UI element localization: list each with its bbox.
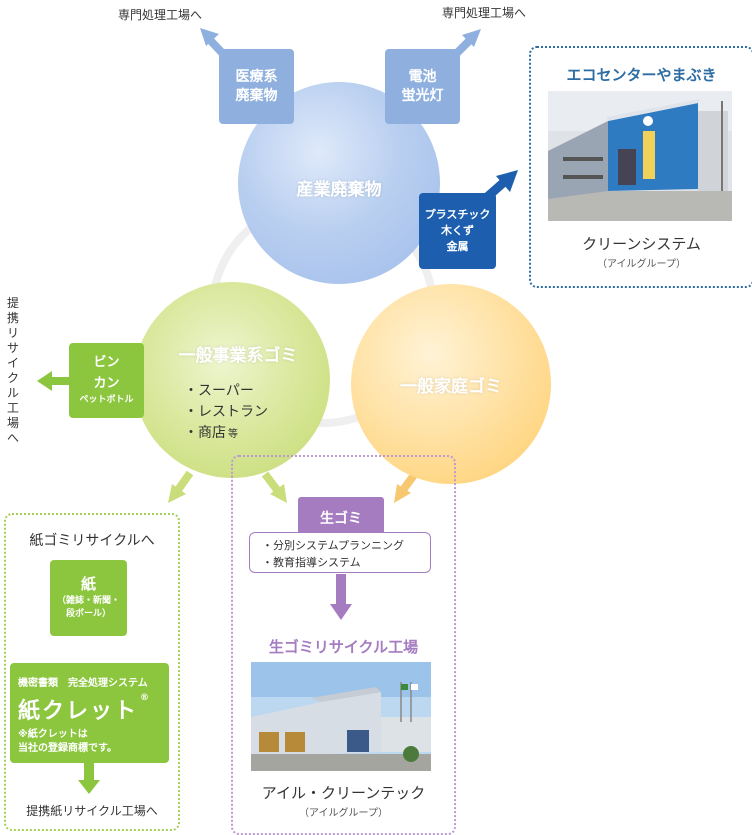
bottle-box-line: ビン xyxy=(93,355,120,371)
isle-cleantech-photo xyxy=(251,662,431,771)
medical-destination-label: 専門処理工場へ xyxy=(118,8,203,22)
plastic-box-line: 金属 xyxy=(446,239,469,253)
confidential-system-label: 機密書類 完全処理システム xyxy=(18,678,148,689)
arrow-kamicret-down xyxy=(78,763,100,794)
business-waste-circle xyxy=(134,282,330,478)
food-system-item: ・分別システムプランニング xyxy=(262,539,405,552)
medical-box-line: 医療系 xyxy=(235,68,278,85)
kamicret-box xyxy=(10,663,169,763)
vertical-char: へ xyxy=(6,431,19,445)
arrow-food-factory xyxy=(330,574,352,620)
paper-box-sub: （雑誌・新聞・ xyxy=(56,595,120,606)
bottle-can-box: ビン カン ペットボトル xyxy=(69,343,144,418)
business-item: ・商店等 xyxy=(184,423,268,445)
medical-waste-box: 医療系 廃棄物 xyxy=(219,49,294,124)
plastic-box-line: プラスチック xyxy=(424,208,491,222)
food-systems-box: ・分別システムプランニング ・教育指導システム xyxy=(249,532,431,573)
paper-box-sub: 段ボール） xyxy=(65,609,111,620)
household-waste-title: 一般家庭ゴミ xyxy=(400,377,502,397)
trademark-note-line: 当社の登録商標です。 xyxy=(18,742,117,754)
paper-destination-label: 提携紙リサイクル工場へ xyxy=(26,804,158,818)
business-item: ・スーパー xyxy=(184,383,254,399)
vertical-char: 場 xyxy=(6,416,19,430)
food-system-item: ・教育指導システム xyxy=(262,556,361,569)
vertical-char: 提 xyxy=(6,296,19,310)
paper-box-title: 紙 xyxy=(80,575,96,594)
food-factory-title: 生ゴミリサイクル工場 xyxy=(268,638,419,656)
kamicret-logo: 紙クレット® xyxy=(18,693,151,725)
arrow-household-food xyxy=(394,472,418,503)
medical-box-line: 廃棄物 xyxy=(235,87,278,104)
plastic-wood-metal-box: プラスチック 木くず 金属 xyxy=(419,193,496,269)
household-waste-circle xyxy=(351,284,551,484)
plastic-box-line: 木くず xyxy=(441,224,474,238)
vertical-char: 携 xyxy=(6,311,19,325)
business-items-list: ・スーパー ・レストラン ・商店等 xyxy=(184,381,268,445)
business-waste-title: 一般事業系ゴミ xyxy=(178,346,298,366)
isle-cleantech-group: （アイルグループ） xyxy=(299,808,388,819)
bottle-box-line: ペットボトル xyxy=(79,394,134,405)
paper-recycle-panel xyxy=(4,513,180,831)
ecocenter-group: （アイルグループ） xyxy=(597,259,686,270)
ecocenter-panel xyxy=(529,46,752,288)
ecocenter-company: クリーンシステム xyxy=(582,235,701,253)
vertical-char: 工 xyxy=(6,401,19,415)
battery-box-line: 蛍光灯 xyxy=(401,87,444,104)
battery-lamp-box: 電池 蛍光灯 xyxy=(385,49,460,124)
battery-box-line: 電池 xyxy=(408,68,437,85)
ecocenter-title: エコセンターやまぶき xyxy=(566,66,717,84)
registered-mark-icon: ® xyxy=(140,693,152,703)
paper-recycle-heading: 紙ゴミリサイクルへ xyxy=(29,533,155,549)
business-item-suffix: 等 xyxy=(228,429,238,440)
ecocenter-photo xyxy=(548,91,732,221)
kamicret-logo-text: 紙クレット xyxy=(18,699,139,724)
trademark-note-line: ※紙クレットは xyxy=(18,729,88,740)
vertical-char: サ xyxy=(6,341,19,355)
business-item-text: ・商店 xyxy=(184,425,226,441)
bottle-box-line: カン xyxy=(93,375,120,391)
paper-box: 紙 （雑誌・新聞・ 段ボール） xyxy=(50,560,127,636)
isle-cleantech-company: アイル・クリーンテック xyxy=(261,784,426,802)
industrial-waste-title: 産業廃棄物 xyxy=(296,180,382,200)
vertical-char: ル xyxy=(6,386,19,400)
vertical-char: ク xyxy=(6,371,19,385)
arrow-business-food xyxy=(261,471,287,503)
vertical-char: イ xyxy=(6,356,19,370)
business-item: ・レストラン xyxy=(184,404,268,420)
trademark-note: ※紙クレットは 当社の登録商標です。 xyxy=(18,728,117,755)
arrow-bottle-left xyxy=(37,371,70,391)
arrow-business-paper xyxy=(168,470,194,503)
vertical-char: リ xyxy=(6,326,19,340)
battery-destination-label: 専門処理工場へ xyxy=(442,6,527,20)
vertical-destination-label: 提 携 リ サ イ ク ル 工 場 へ xyxy=(6,296,20,446)
